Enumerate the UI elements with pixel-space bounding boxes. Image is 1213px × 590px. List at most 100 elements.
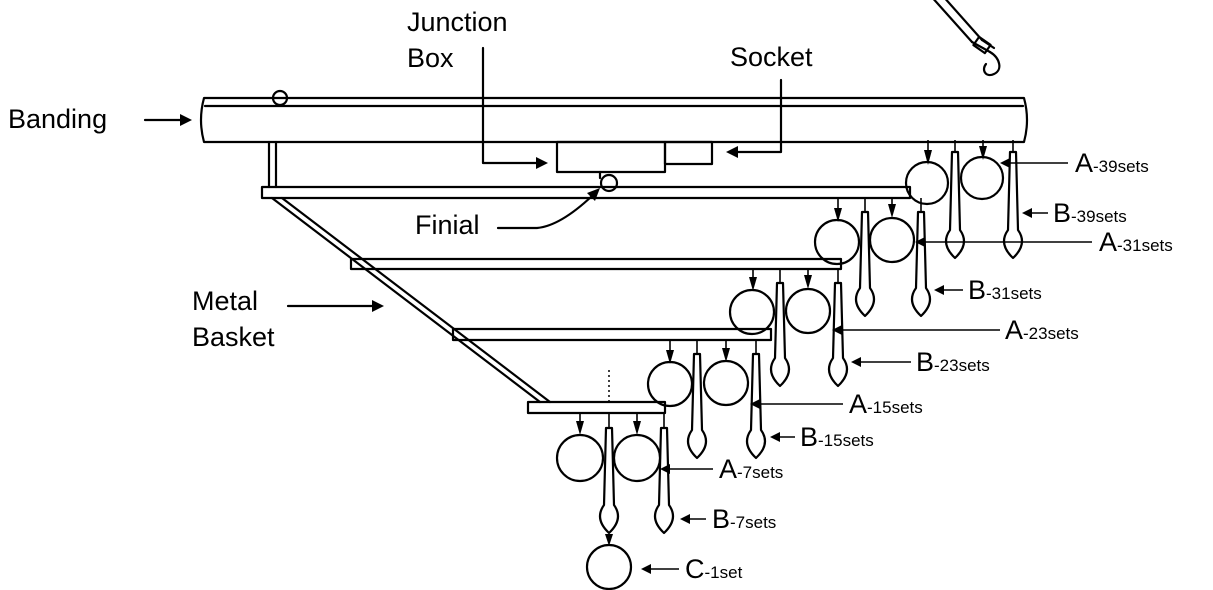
set-label-a7: A-7sets bbox=[660, 454, 783, 484]
set-label-text: B-15sets bbox=[800, 422, 874, 452]
crystal-drop-b7-2 bbox=[653, 413, 675, 535]
crystal-drop-b15-1 bbox=[686, 340, 708, 460]
socket-arrow bbox=[726, 78, 783, 158]
set-label-count: -1set bbox=[705, 563, 743, 582]
set-label-letter: B bbox=[1053, 198, 1071, 228]
set-label-b23: B-23sets bbox=[851, 347, 990, 377]
crystal-ball-a15-1 bbox=[646, 340, 694, 408]
crystal-ball-a31-1 bbox=[813, 198, 861, 266]
metal-basket-frame bbox=[270, 196, 552, 404]
set-label-arrow-head bbox=[832, 325, 842, 335]
finial bbox=[598, 170, 619, 193]
metal-basket-label-line2: Basket bbox=[192, 322, 275, 352]
set-label-letter: B bbox=[712, 504, 730, 534]
set-label-text: B-23sets bbox=[916, 347, 990, 377]
set-label-count: -7sets bbox=[737, 463, 783, 482]
set-label-letter: A bbox=[1099, 227, 1117, 257]
set-label-letter: A bbox=[719, 454, 737, 484]
set-label-text: A-23sets bbox=[1005, 315, 1079, 345]
set-label-count: -23sets bbox=[1023, 324, 1079, 343]
crystal-drop-b15-2 bbox=[745, 340, 767, 460]
finial-label: Finial bbox=[415, 210, 480, 240]
set-label-count: -39sets bbox=[1071, 207, 1127, 226]
set-label-count: -31sets bbox=[1117, 236, 1173, 255]
set-label-text: B-39sets bbox=[1053, 198, 1127, 228]
set-label-count: -23sets bbox=[934, 356, 990, 375]
set-labels-group: A-39setsB-39setsA-31setsB-31setsA-23sets… bbox=[641, 148, 1173, 584]
crystal-ball-a23-2 bbox=[784, 269, 832, 335]
set-label-count: -15sets bbox=[818, 431, 874, 450]
set-label-count: -39sets bbox=[1093, 157, 1149, 176]
crystal-ball-a23-1 bbox=[728, 269, 776, 336]
set-label-arrow-head bbox=[641, 564, 651, 574]
junction-box-label-line2: Box bbox=[407, 43, 454, 73]
hanging-hook bbox=[932, 0, 1001, 77]
set-label-text: B-7sets bbox=[712, 504, 776, 534]
junction-box bbox=[555, 140, 667, 174]
set-label-letter: A bbox=[1005, 315, 1023, 345]
banding-ring bbox=[199, 89, 1029, 144]
set-label-arrow-head bbox=[1000, 158, 1010, 168]
set-label-letter: B bbox=[916, 347, 934, 377]
crystal-drop-b7-1 bbox=[598, 413, 620, 535]
set-label-letter: A bbox=[849, 389, 867, 419]
support-post bbox=[267, 140, 278, 189]
tier-plate-2 bbox=[349, 257, 843, 271]
set-label-letter: B bbox=[968, 275, 986, 305]
crystal-ball-a7-2 bbox=[612, 413, 662, 483]
set-label-c1: C-1set bbox=[641, 554, 743, 584]
set-label-a23: A-23sets bbox=[832, 315, 1079, 345]
set-label-text: A-7sets bbox=[719, 454, 783, 484]
crystal-ball-a39-2 bbox=[959, 140, 1005, 201]
set-label-a31: A-31sets bbox=[915, 227, 1173, 257]
banding-label: Banding bbox=[8, 104, 107, 134]
set-label-b31: B-31sets bbox=[934, 275, 1042, 305]
set-label-count: -7sets bbox=[730, 513, 776, 532]
set-label-arrow-head bbox=[915, 237, 925, 247]
crystal-drop-b39-2 bbox=[1002, 140, 1024, 260]
socket-label: Socket bbox=[730, 42, 813, 72]
crystal-ball-a15-2 bbox=[702, 340, 750, 407]
banding-arrow bbox=[143, 114, 192, 126]
set-label-arrow-head bbox=[1022, 208, 1032, 218]
set-label-b15: B-15sets bbox=[770, 422, 874, 452]
crystal-drop-b23-2 bbox=[827, 269, 849, 388]
set-label-count: -15sets bbox=[867, 398, 923, 417]
set-label-arrow-head bbox=[770, 432, 780, 442]
set-label-arrow-head bbox=[750, 399, 760, 409]
set-label-text: A-39sets bbox=[1075, 148, 1149, 178]
set-label-letter: C bbox=[685, 554, 705, 584]
set-label-arrow-head bbox=[660, 464, 670, 474]
crystal-ball-a31-2 bbox=[868, 198, 916, 264]
tier-plate-1 bbox=[260, 185, 912, 200]
set-label-text: B-31sets bbox=[968, 275, 1042, 305]
set-label-a39: A-39sets bbox=[1000, 148, 1149, 178]
set-label-arrow-head bbox=[934, 285, 944, 295]
crystal-ball-a7-1 bbox=[555, 413, 605, 483]
crystal-ball-c1 bbox=[585, 534, 633, 590]
finial-arrow bbox=[496, 188, 600, 230]
junction-box-label-line1: Junction bbox=[407, 7, 508, 37]
crystal-ball-a39-1 bbox=[904, 140, 950, 206]
tier-plate-3 bbox=[451, 327, 773, 342]
crystal-drop-b31-2 bbox=[910, 198, 932, 318]
crystal-drop-b39-1 bbox=[944, 140, 966, 260]
crystal-drop-b23-1 bbox=[769, 269, 791, 388]
crystal-drop-b31-1 bbox=[854, 198, 876, 318]
set-label-text: C-1set bbox=[685, 554, 743, 584]
set-label-arrow-head bbox=[680, 514, 690, 524]
set-label-b39: B-39sets bbox=[1022, 198, 1127, 228]
set-label-arrow-head bbox=[851, 357, 861, 367]
metal-basket-label-line1: Metal bbox=[192, 286, 258, 316]
metal-basket-arrow bbox=[286, 300, 384, 312]
junction-box-arrow bbox=[481, 46, 548, 169]
set-label-letter: A bbox=[1075, 148, 1093, 178]
set-label-b7: B-7sets bbox=[680, 504, 776, 534]
set-label-count: -31sets bbox=[986, 284, 1042, 303]
set-label-text: A-15sets bbox=[849, 389, 923, 419]
set-label-letter: B bbox=[800, 422, 818, 452]
set-label-text: A-31sets bbox=[1099, 227, 1173, 257]
socket bbox=[663, 140, 714, 166]
